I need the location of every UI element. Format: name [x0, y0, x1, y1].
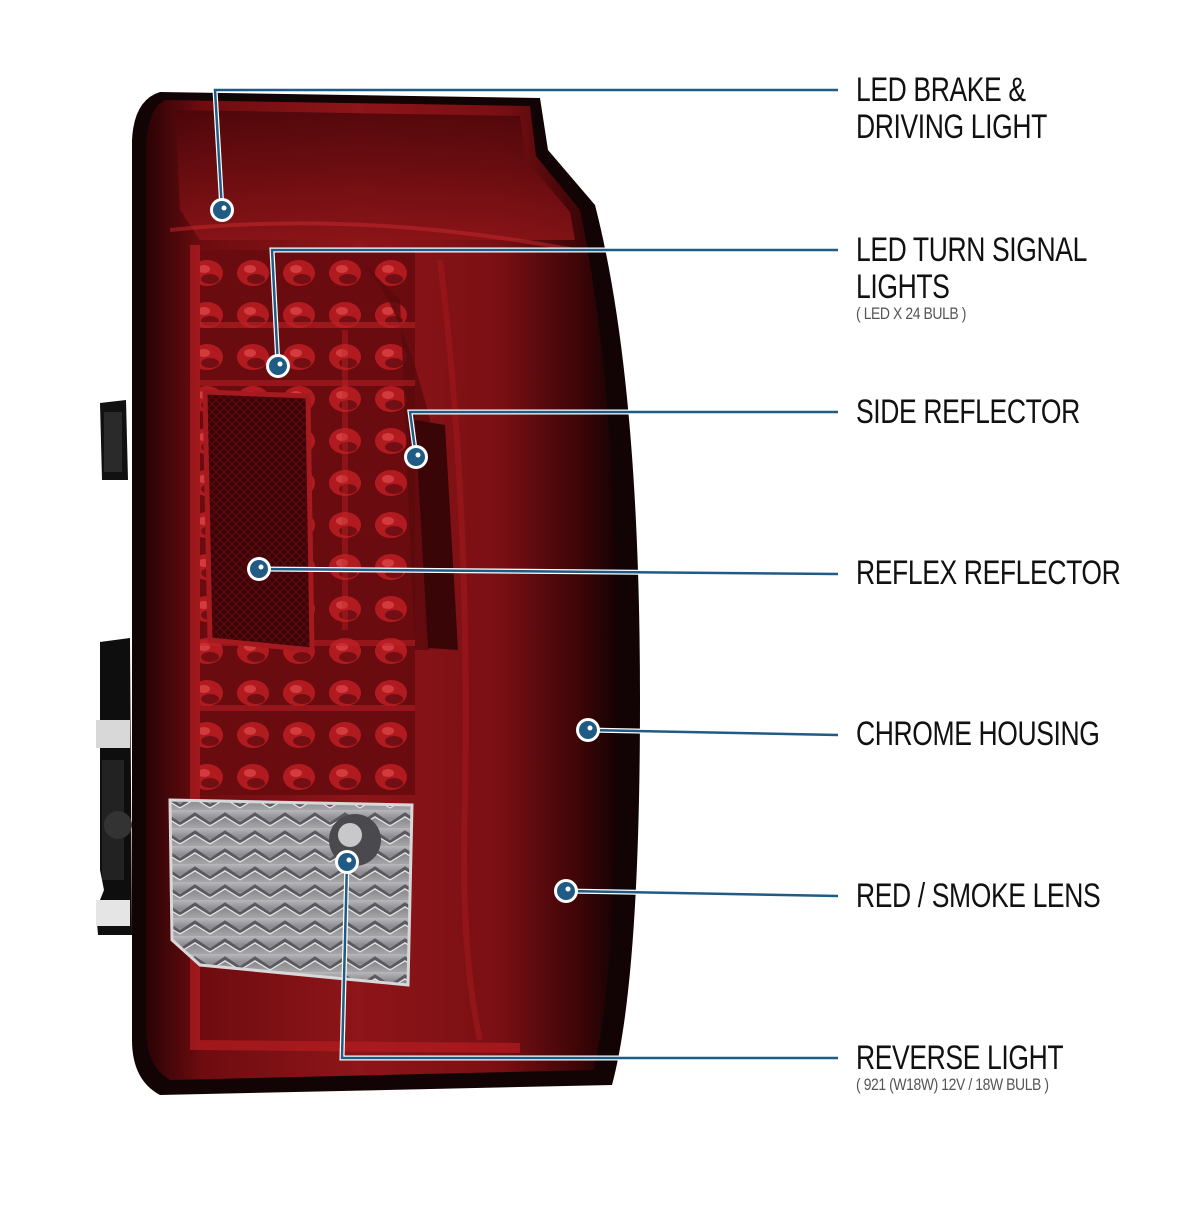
label-chrome-housing: CHROME HOUSING [856, 716, 1200, 753]
label-led-brake-title: LED BRAKE & DRIVING LIGHT [856, 71, 1047, 146]
callout-dot-lens [557, 882, 575, 900]
label-chrome-housing-title: CHROME HOUSING [856, 715, 1100, 753]
light-tube [190, 245, 521, 1053]
label-reverse-light-subtitle: ( 921 (W18W) 12V / 18W BULB ) [856, 1075, 1049, 1094]
callout-line-chrome [587, 728, 839, 737]
side-reflector [415, 420, 458, 650]
label-side-reflector: SIDE REFLECTOR [856, 394, 1200, 431]
callout-dot-highlight-chrome [587, 725, 593, 731]
callout-dot-brake [213, 201, 231, 219]
label-reflex-reflector-title: REFLEX REFLECTOR [856, 554, 1121, 592]
callout-dot-turn [269, 357, 287, 375]
callout-dot-side [407, 448, 425, 466]
callout-dot-highlight-turn [277, 361, 283, 367]
label-reflex-reflector: REFLEX REFLECTOR [856, 555, 1200, 592]
reflex-reflector [205, 392, 312, 650]
label-led-turn-signal-title: LED TURN SIGNAL LIGHTS [856, 231, 1086, 306]
callout-lines [210, 87, 839, 1061]
label-led-brake: LED BRAKE & DRIVING LIGHT [856, 72, 1200, 146]
label-red-smoke-lens-title: RED / SMOKE LENS [856, 877, 1101, 915]
callout-dot-reflex [250, 560, 268, 578]
callout-line-lens [565, 889, 839, 898]
callout-dot-highlight-reflex [258, 564, 264, 570]
top-light-bar [175, 110, 575, 240]
callout-line-reflex [258, 567, 839, 576]
callout-line-reverse [340, 861, 838, 1060]
label-led-turn-signal: LED TURN SIGNAL LIGHTS ( LED X 24 BULB ) [856, 232, 1200, 324]
callout-dot-highlight-lens [565, 886, 571, 892]
callout-line-brake [213, 88, 838, 211]
callout-line-turn [270, 248, 838, 367]
label-side-reflector-title: SIDE REFLECTOR [856, 393, 1080, 431]
mounting-tabs [96, 400, 132, 935]
callout-dot-chrome [579, 721, 597, 739]
label-red-smoke-lens: RED / SMOKE LENS [856, 878, 1200, 915]
callout-dot-highlight-reverse [346, 857, 352, 863]
label-led-turn-signal-subtitle: ( LED X 24 BULB ) [856, 304, 967, 323]
callout-dot-reverse [338, 853, 356, 871]
callout-dot-highlight-side [415, 452, 421, 458]
label-reverse-light-title: REVERSE LIGHT [856, 1039, 1064, 1077]
callout-dot-highlight-brake [221, 205, 227, 211]
callout-line-side [408, 410, 838, 458]
label-reverse-light: REVERSE LIGHT ( 921 (W18W) 12V / 18W BUL… [856, 1040, 1200, 1095]
